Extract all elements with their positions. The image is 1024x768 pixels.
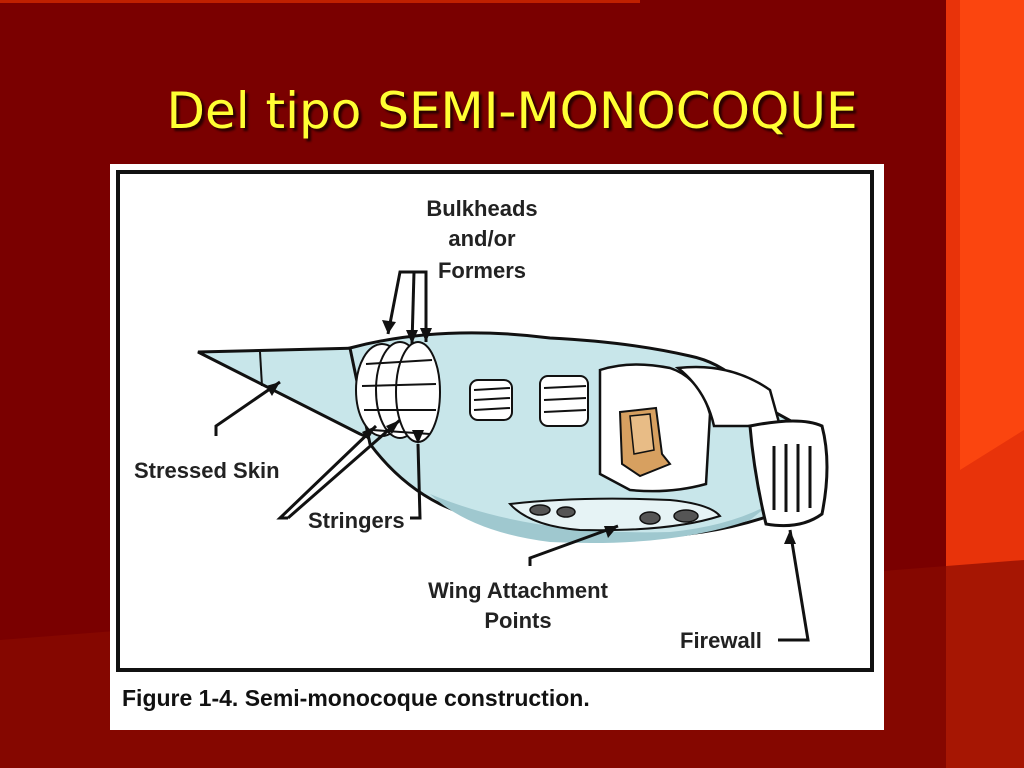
- label-stringers: Stringers: [308, 508, 405, 533]
- label-wing-attachment-points: Points: [484, 608, 551, 633]
- label-stressed-skin: Stressed Skin: [134, 458, 280, 483]
- leader-lines: [214, 270, 810, 642]
- slide-title: Del tipo SEMI-MONOCOQUE: [166, 82, 858, 140]
- arrow-heads: [266, 320, 796, 544]
- figure-card: Bulkheads and/or Formers Stressed Skin S…: [110, 164, 884, 730]
- label-firewall: Firewall: [680, 628, 762, 653]
- figure-caption: Figure 1-4. Semi-monocoque construction.: [122, 685, 590, 711]
- semi-monocoque-diagram: Bulkheads and/or Formers Stressed Skin S…: [116, 170, 874, 711]
- fuselage-drawing: [197, 331, 829, 544]
- label-bulkheads: Bulkheads: [426, 196, 537, 221]
- label-formers: Formers: [438, 258, 526, 283]
- label-wing-attachment: Wing Attachment: [428, 578, 609, 603]
- label-bulkheads-and-or: and/or: [448, 226, 516, 251]
